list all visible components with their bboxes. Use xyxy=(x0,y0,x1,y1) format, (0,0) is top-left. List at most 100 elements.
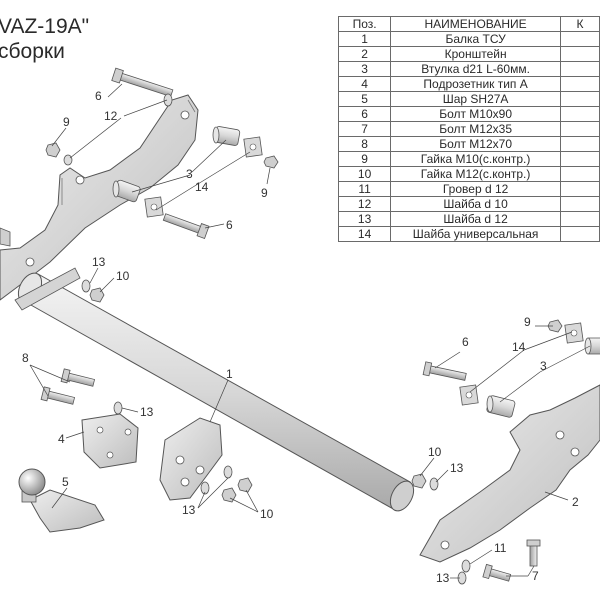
parts-table-header: Поз. НАИМЕНОВАНИЕ К xyxy=(337,16,600,32)
callout-3-right: 3 xyxy=(540,359,547,373)
bolt-m12x35-upper xyxy=(526,539,541,567)
washer-d12-beam-right xyxy=(429,477,439,491)
row-qty xyxy=(560,31,600,47)
sleeve-left-upper xyxy=(212,126,241,146)
callout-14-left: 14 xyxy=(195,180,209,194)
row-qty xyxy=(560,106,600,122)
row-name: Втулка d21 L-60мм. xyxy=(390,61,562,77)
sleeve-left-lower xyxy=(112,179,141,203)
nut-m10-right-of-left-bracket xyxy=(263,155,279,169)
callout-8: 8 xyxy=(22,351,29,365)
nut-m12-mount-a xyxy=(221,487,237,503)
row-qty xyxy=(560,181,600,197)
row-name: Гровер d 12 xyxy=(390,181,562,197)
row-pos: 7 xyxy=(337,121,392,137)
universal-washer-left-upper xyxy=(243,136,263,158)
row-pos: 4 xyxy=(337,76,392,92)
nut-m12-beam-right xyxy=(411,473,427,489)
socket-plate xyxy=(81,413,139,469)
row-name: Болт М12х35 xyxy=(390,121,562,137)
row-qty xyxy=(560,166,600,182)
callout-13-mount: 13 xyxy=(182,503,196,517)
row-qty xyxy=(560,136,600,152)
callout-6-right: 6 xyxy=(462,335,469,349)
row-pos: 11 xyxy=(337,181,392,197)
left-bracket xyxy=(0,94,199,301)
header-name: НАИМЕНОВАНИЕ xyxy=(390,16,562,32)
row-pos: 9 xyxy=(337,151,392,167)
ball-mount-plate xyxy=(159,417,223,501)
callout-3-left: 3 xyxy=(186,167,193,181)
tow-ball xyxy=(18,468,105,533)
bolt-m12x70-b xyxy=(40,386,76,405)
bolt-m10x90-right xyxy=(422,361,467,381)
callout-13-bottom-right: 13 xyxy=(436,571,450,585)
row-pos: 10 xyxy=(337,166,392,182)
washer-d12-left-mid xyxy=(113,401,123,415)
callout-13-beam-left: 13 xyxy=(92,255,106,269)
callout-7: 7 xyxy=(532,569,539,583)
callout-10-mount: 10 xyxy=(260,507,274,521)
row-name: Шар SH27A xyxy=(390,91,562,107)
row-qty xyxy=(560,91,600,107)
row-pos: 13 xyxy=(337,211,392,227)
callout-9-right: 9 xyxy=(524,315,531,329)
callout-6-top: 6 xyxy=(95,89,102,103)
callout-12: 12 xyxy=(104,109,118,123)
washer-d10-top xyxy=(163,93,173,107)
callout-13-left-mid: 13 xyxy=(140,405,154,419)
row-name: Балка ТСУ xyxy=(390,31,562,47)
bolt-m10x90-top-left xyxy=(111,67,174,98)
nut-m10-left xyxy=(45,142,61,158)
sleeve-right-lower xyxy=(486,395,516,418)
row-name: Кронштейн xyxy=(390,46,562,62)
nut-m12-mount-b xyxy=(237,477,253,493)
callout-5: 5 xyxy=(62,475,69,489)
diagram-title: VAZ-19A" сборки xyxy=(0,14,89,64)
tow-bar-beam xyxy=(14,267,415,512)
left-bracket-tab xyxy=(0,227,11,247)
callout-4: 4 xyxy=(58,432,65,446)
washer-d12-mount-b xyxy=(223,465,233,479)
row-name: Шайба d 12 xyxy=(390,211,562,227)
callout-1: 1 xyxy=(226,367,233,381)
callout-6-lower-left: 6 xyxy=(226,218,233,232)
row-qty xyxy=(560,211,600,227)
row-name: Подрозетник тип А xyxy=(390,76,562,92)
washer-d12-beam-left xyxy=(81,279,91,293)
row-name: Гайка М10(с.контр.) xyxy=(390,151,562,167)
bolt-m10x90-lower-left xyxy=(162,213,210,240)
row-pos: 12 xyxy=(337,196,392,212)
row-name: Шайба d 10 xyxy=(390,196,562,212)
row-pos: 5 xyxy=(337,91,392,107)
title-model: VAZ-19A" xyxy=(0,15,90,38)
row-qty xyxy=(560,196,600,212)
universal-washer-right-upper xyxy=(564,322,584,344)
callout-13-beam-right: 13 xyxy=(450,461,464,475)
row-pos: 3 xyxy=(337,61,392,77)
row-qty xyxy=(560,121,600,137)
row-pos: 14 xyxy=(337,226,392,242)
row-name: Шайба универсальная xyxy=(390,226,562,242)
bolt-m12x70-a xyxy=(60,368,96,387)
bolt-m12x35-lower xyxy=(482,563,512,582)
washer-d10-left xyxy=(63,154,73,166)
row-name: Болт М10х90 xyxy=(390,106,562,122)
row-qty xyxy=(560,46,600,62)
row-qty xyxy=(560,151,600,167)
